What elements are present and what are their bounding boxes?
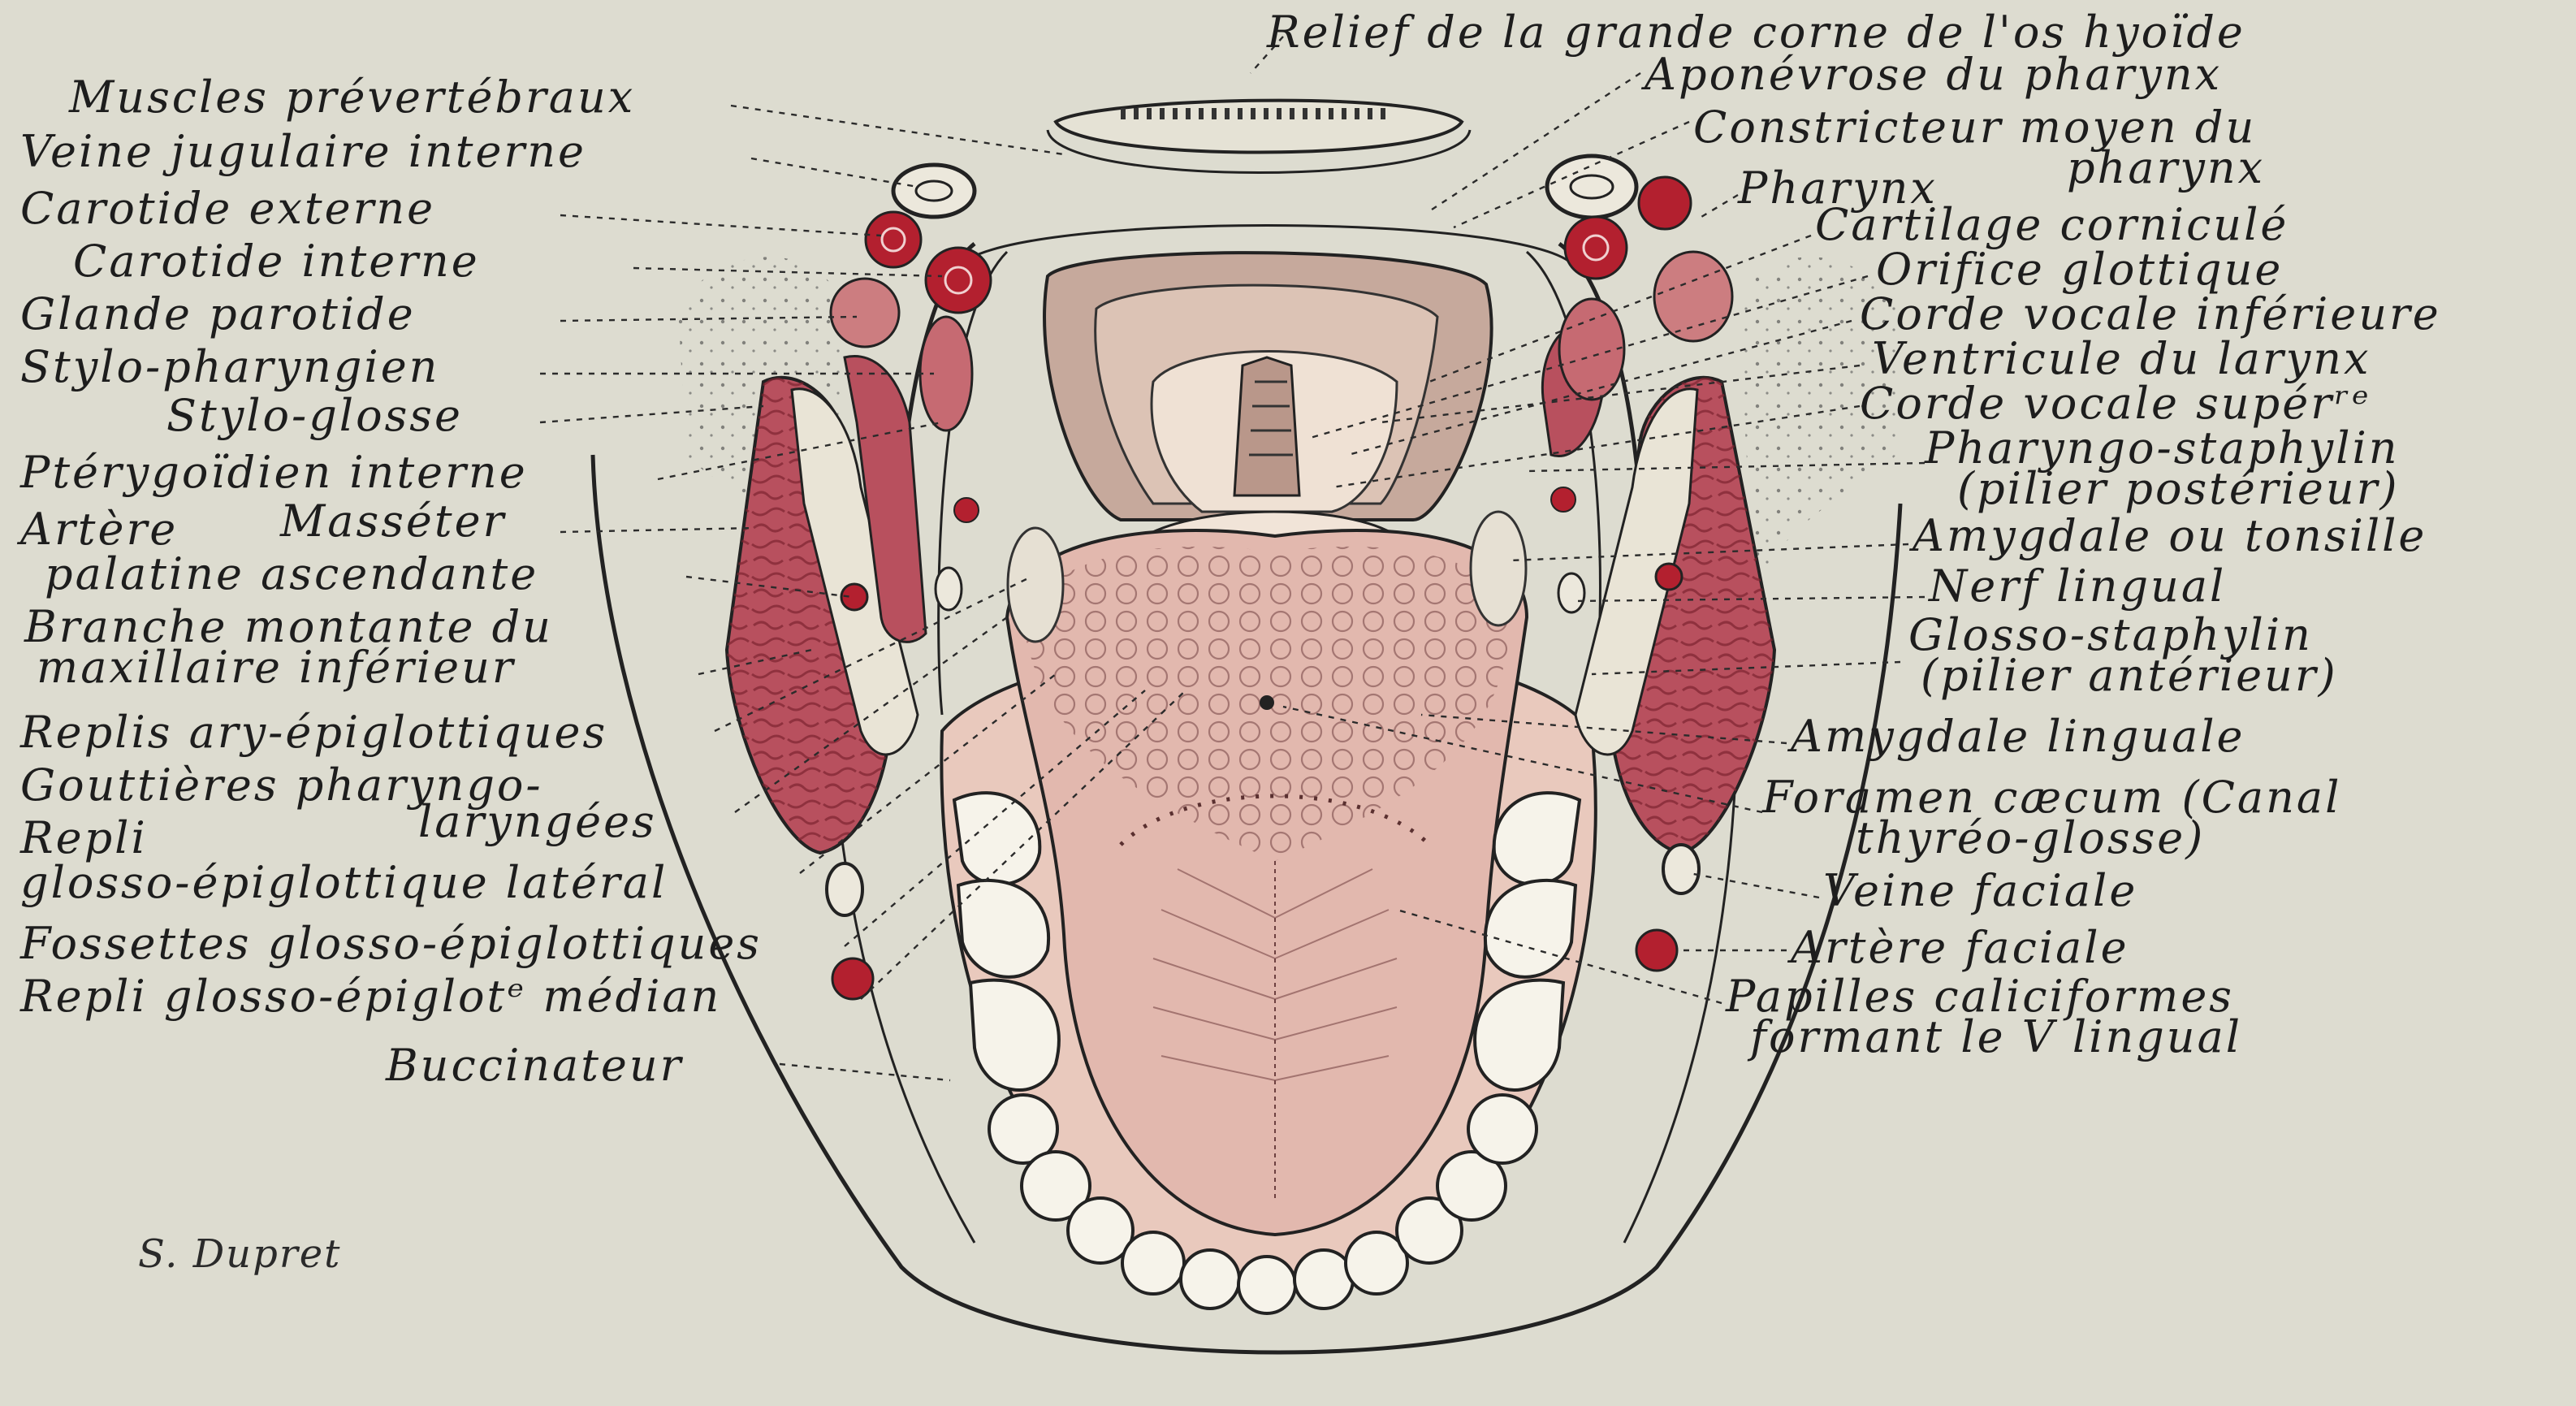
hyoid-relief bbox=[1048, 101, 1470, 173]
label-amygdale-linguale: Amygdale linguale bbox=[1787, 711, 2245, 762]
label-glande-parotide: Glande parotide bbox=[20, 288, 416, 340]
label-stylo-pharyngien: Stylo-pharyngien bbox=[20, 341, 439, 392]
label-repli-glosso-epiglottique-median: Repli glosso-épiglotᵉ médian bbox=[19, 971, 721, 1022]
label-masseter: Masséter bbox=[279, 495, 507, 547]
label-pharynx-2: pharynx bbox=[2067, 142, 2265, 193]
label-muscles-prevertebraux: Muscles prévertébraux bbox=[68, 71, 635, 123]
label-corde-vocale-inferieure: Corde vocale inférieure bbox=[1860, 288, 2441, 340]
artist-signature: S. Dupret bbox=[138, 1231, 341, 1277]
label-pilier-anterieur: (pilier antérieur) bbox=[1921, 650, 2338, 701]
label-amygdale-tonsille: Amygdale ou tonsille bbox=[1908, 510, 2427, 561]
label-maxillaire-inferieur: maxillaire inférieur bbox=[37, 642, 516, 693]
larynx bbox=[1044, 253, 1492, 520]
label-repli-glosso-epiglottique-lateral: glosso-épiglottique latéral bbox=[20, 857, 668, 908]
label-thyreo-glosse: thyréo-glosse) bbox=[1856, 812, 2205, 863]
label-laryngees: laryngées bbox=[418, 796, 657, 847]
label-corde-vocale-superieure: Corde vocale supérʳᵉ bbox=[1860, 378, 2371, 429]
muscles-left bbox=[727, 356, 926, 853]
label-replis-ary-epiglottiques: Replis ary-épiglottiques bbox=[19, 707, 607, 758]
label-repli: Repli bbox=[19, 812, 148, 863]
label-artere: Artère bbox=[16, 504, 178, 555]
label-fossettes-glosso-epiglottiques: Fossettes glosso-épiglottiques bbox=[19, 918, 762, 969]
label-buccinateur: Buccinateur bbox=[385, 1040, 684, 1091]
label-cartilage-cornicule: Cartilage corniculé bbox=[1815, 199, 2289, 250]
label-artere-faciale: Artère faciale bbox=[1787, 922, 2129, 973]
label-nerf-lingual: Nerf lingual bbox=[1927, 560, 2226, 612]
label-aponevrose-pharynx: Aponévrose du pharynx bbox=[1640, 49, 2222, 100]
label-stylo-glosse: Stylo-glosse bbox=[166, 390, 463, 441]
label-carotide-interne: Carotide interne bbox=[73, 236, 480, 287]
label-pilier-posterieur: (pilier postérieur) bbox=[1957, 463, 2400, 514]
label-carotide-externe: Carotide externe bbox=[20, 183, 435, 234]
label-ventricule-larynx: Ventricule du larynx bbox=[1872, 333, 2371, 384]
label-veine-faciale: Veine faciale bbox=[1823, 865, 2137, 916]
label-palatine-ascendante: palatine ascendante bbox=[45, 548, 538, 599]
label-orifice-glottique: Orifice glottique bbox=[1876, 244, 2283, 295]
labels-left: Muscles prévertébraux Veine jugulaire in… bbox=[16, 71, 762, 1091]
label-veine-jugulaire-interne: Veine jugulaire interne bbox=[20, 126, 586, 177]
label-v-lingual: formant le V lingual bbox=[1747, 1011, 2242, 1062]
label-pterygoidien-interne: Ptérygoïdien interne bbox=[19, 447, 528, 498]
